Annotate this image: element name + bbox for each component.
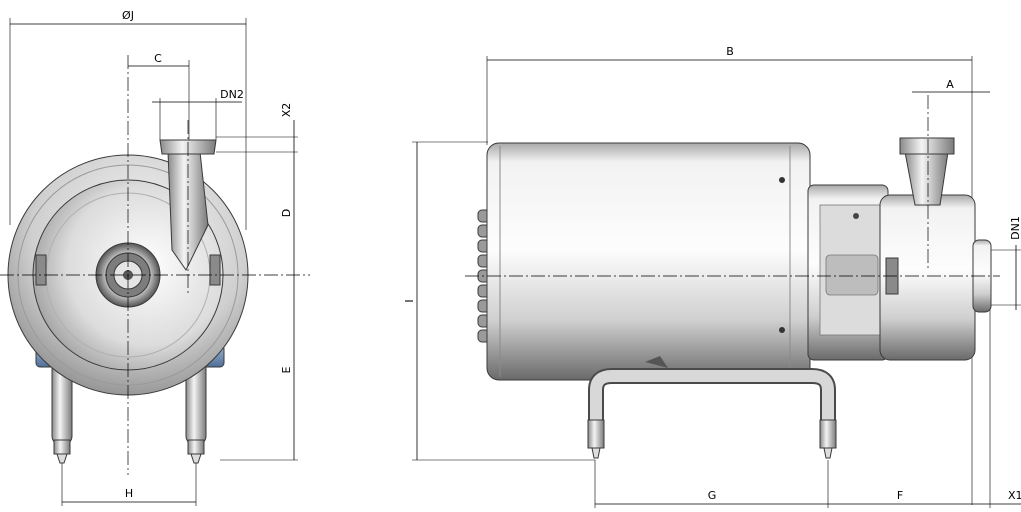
dim-label-d: D: [280, 209, 293, 217]
support-frame: [590, 370, 834, 440]
front-view: ØJ C DN2 X2 D E H: [0, 9, 310, 506]
dim-label-a: A: [946, 78, 954, 91]
clamp-left: [35, 254, 47, 286]
side-outlet-flange: [899, 137, 955, 155]
dim-label-f: F: [897, 489, 903, 502]
dim-label-phi-j: ØJ: [122, 9, 134, 22]
front-legs: [51, 359, 207, 464]
dim-label-dn2: DN2: [220, 88, 244, 101]
dim-label-h: H: [125, 487, 133, 500]
dim-label-b: B: [726, 45, 734, 58]
frame-foot-left: [587, 419, 605, 449]
dim-label-x1: X1: [1008, 489, 1021, 502]
dim-label-i: I: [403, 299, 416, 302]
dim-label-g: G: [708, 489, 717, 502]
shaft-coupling: [825, 254, 879, 296]
dim-label-dn1: DN1: [1009, 216, 1021, 240]
dim-label-x2: X2: [280, 103, 293, 118]
frame-outline: [588, 368, 836, 440]
frame-foot-right: [819, 419, 837, 449]
dim-label-e: E: [280, 366, 293, 373]
clamp-right: [209, 254, 221, 286]
side-view: B A I DN1 G F X1: [403, 45, 1021, 508]
dim-label-c: C: [154, 52, 162, 65]
motor-housing: [486, 142, 811, 381]
